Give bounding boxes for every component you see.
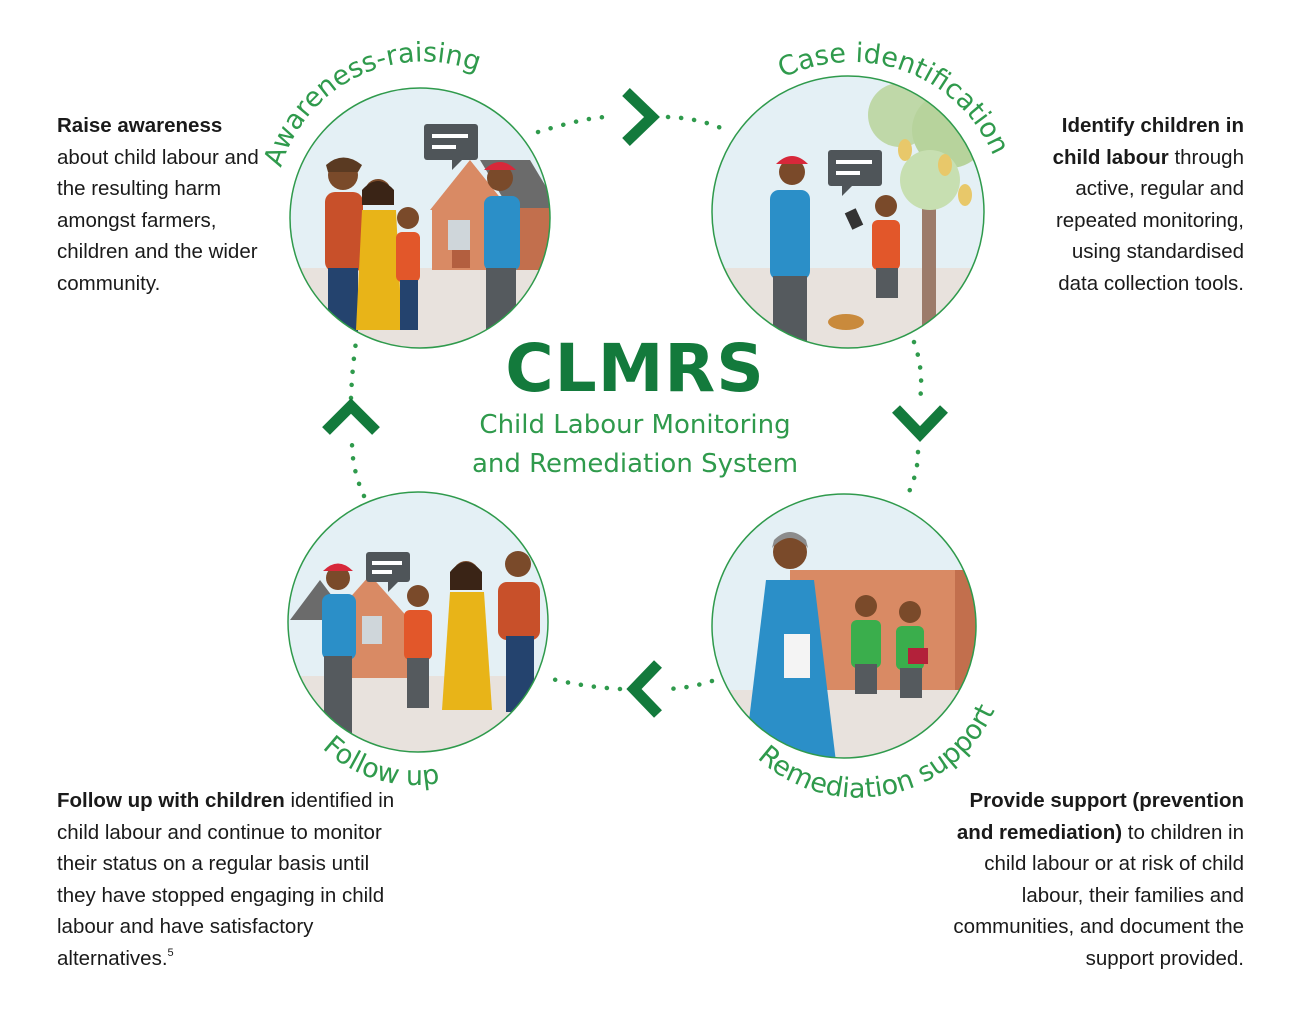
follow-up-description-text: identified in child labour and continue …: [57, 789, 395, 970]
follow-up-description: Follow up with children identified in ch…: [57, 785, 397, 974]
diagram-subtitle: Child Labour Monitoring and Remediation …: [430, 406, 840, 484]
awareness-description-bold: Raise awareness: [57, 114, 223, 137]
chevron-left-icon: [626, 660, 662, 718]
diagram-title: CLMRS: [505, 330, 765, 407]
connector-right: [903, 339, 924, 501]
follow-up-description-bold: Follow up with children: [57, 789, 285, 812]
identification-description: Identify children in child labour throug…: [1030, 110, 1244, 299]
chevron-right-icon: [622, 88, 660, 146]
identification-description-bold: Identify children in child labour: [1052, 114, 1244, 169]
follow-up-illustration: [287, 491, 549, 753]
identification-description-text: through active, regular and repeated mon…: [1055, 145, 1244, 295]
subtitle-line-1: Child Labour Monitoring: [479, 410, 791, 440]
case-identification-illustration: [711, 75, 985, 349]
remediation-description-bold: Provide support (prevention and remediat…: [956, 789, 1244, 844]
subtitle-line-2: and Remediation System: [471, 449, 799, 479]
connector-left: [348, 339, 367, 499]
remediation-description: Provide support (prevention and remediat…: [945, 785, 1244, 974]
chevron-up-icon: [322, 398, 380, 435]
remediation-description-text: to children in child labour or at risk o…: [953, 820, 1244, 970]
chevron-down-icon: [892, 405, 948, 442]
footnote-marker: 5: [167, 946, 174, 959]
awareness-description: Raise awareness about child labour and t…: [57, 110, 279, 299]
connector-bottom: [549, 676, 715, 692]
awareness-description-text: about child labour and the resulting har…: [57, 145, 259, 295]
remediation-illustration: [711, 493, 977, 759]
awareness-illustration: [289, 87, 551, 349]
